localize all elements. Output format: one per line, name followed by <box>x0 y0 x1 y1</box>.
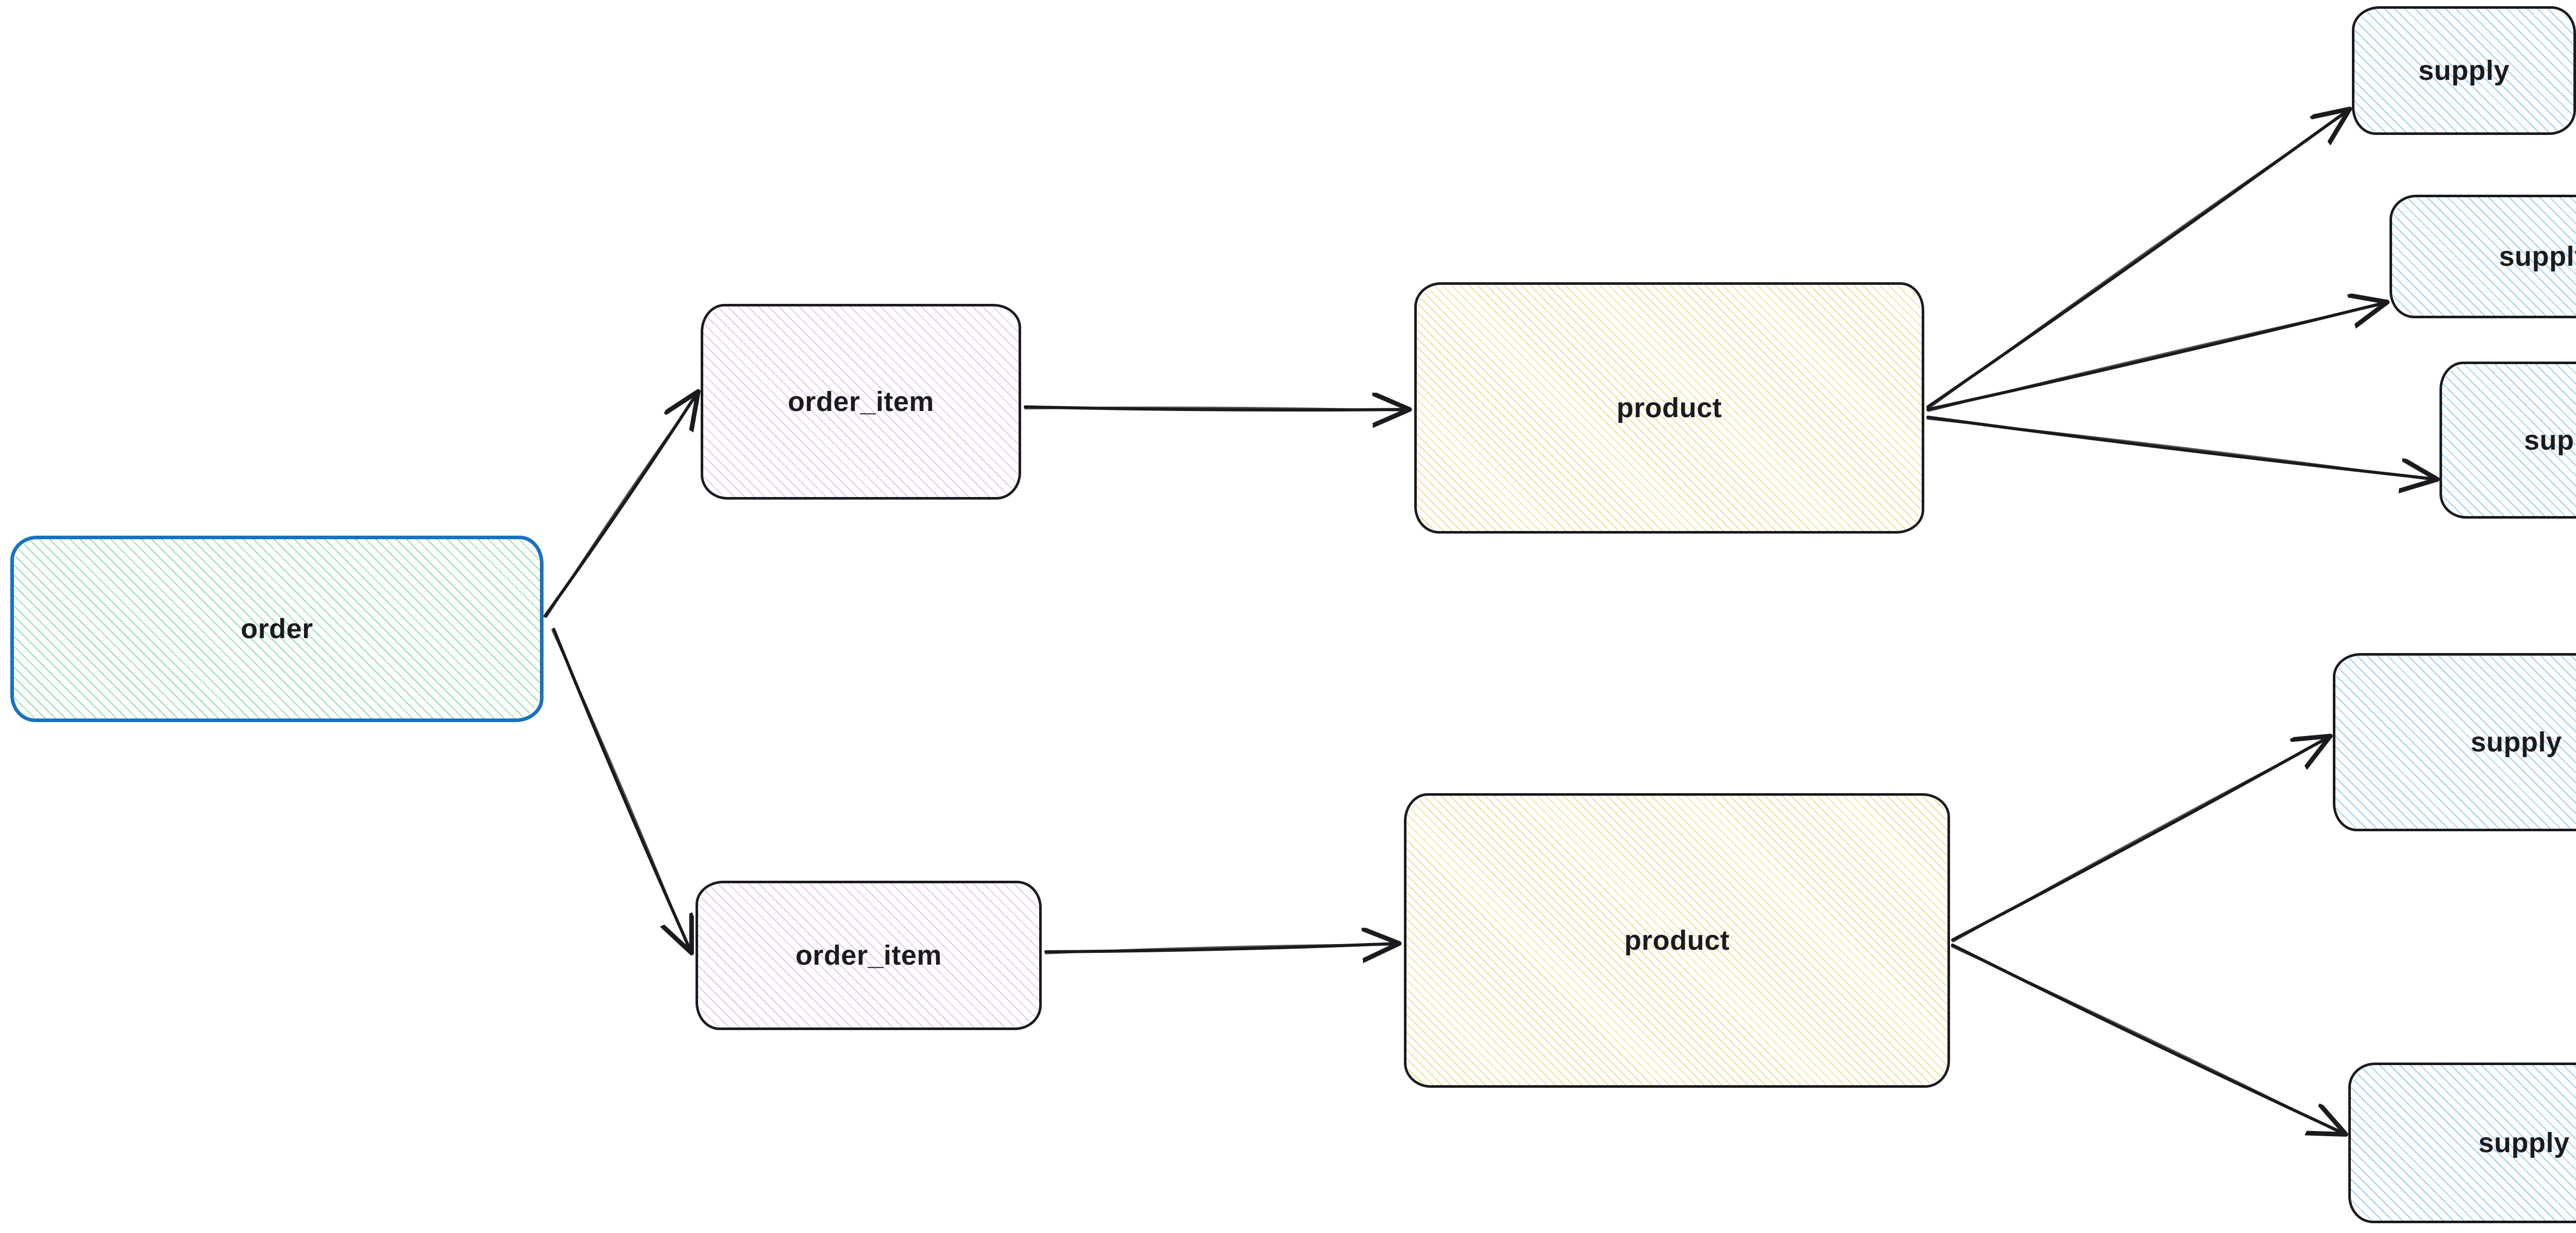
edge-sketch-e8 <box>1952 737 2329 943</box>
node-supply_4[interactable]: supply <box>2333 653 2576 831</box>
edge-sketch-e9 <box>1951 945 2344 1135</box>
node-label-supply_3: supply <box>2523 424 2576 456</box>
edge-sketch-e1 <box>545 393 699 618</box>
node-label-order_item_1: order_item <box>787 386 935 417</box>
node-fill-supply_2 <box>2392 197 2576 316</box>
node-order_item_1[interactable]: order_item <box>701 304 1021 500</box>
node-label-product_1: product <box>1616 392 1722 423</box>
node-supply_5[interactable]: supply <box>2348 1063 2576 1223</box>
node-label-supply_2: supply <box>2499 241 2576 272</box>
node-fill-product_2 <box>1406 796 1947 1085</box>
node-fill-order <box>14 539 540 718</box>
node-label-supply_5: supply <box>2478 1127 2570 1158</box>
node-fill-product_1 <box>1417 285 1922 531</box>
edge-sketch-e6 <box>1927 302 2386 412</box>
node-label-product_2: product <box>1624 925 1730 956</box>
edge-sketch-e3 <box>1024 406 1408 412</box>
edge-e6[interactable] <box>1926 303 2384 411</box>
edge-e9[interactable] <box>1951 944 2343 1133</box>
edge-sketch-e7 <box>1926 417 2435 481</box>
node-fill-supply_4 <box>2335 656 2576 829</box>
node-product_1[interactable]: product <box>1414 282 1924 534</box>
node-supply_3[interactable]: supply <box>2439 362 2576 519</box>
node-label-supply_1: supply <box>2418 55 2510 86</box>
node-fill-order_item_1 <box>703 306 1019 497</box>
node-label-order: order <box>241 613 313 644</box>
edge-e7[interactable] <box>1926 416 2434 479</box>
node-product_2[interactable]: product <box>1404 793 1950 1088</box>
edge-e3[interactable] <box>1024 407 1406 410</box>
node-fill-supply_5 <box>2351 1065 2576 1221</box>
node-fill-supply_1 <box>2354 9 2573 132</box>
edge-e4[interactable] <box>1044 944 1396 952</box>
node-supply_1[interactable]: supply <box>2352 6 2576 135</box>
edge-sketch-e2 <box>551 629 691 952</box>
node-label-supply_4: supply <box>2470 727 2562 758</box>
edge-sketch-e4 <box>1045 944 1398 954</box>
edge-sketch-e5 <box>1927 110 2349 409</box>
edge-e5[interactable] <box>1926 111 2347 408</box>
node-fill-order_item_2 <box>698 883 1039 1028</box>
node-label-order_item_2: order_item <box>795 940 942 971</box>
edge-e8[interactable] <box>1951 738 2328 941</box>
node-supply_2[interactable]: supply <box>2389 195 2576 318</box>
node-order_item_2[interactable]: order_item <box>696 881 1042 1030</box>
edge-e2[interactable] <box>552 628 690 950</box>
node-order[interactable]: order <box>10 536 544 722</box>
node-fill-supply_3 <box>2442 364 2576 516</box>
edge-e1[interactable] <box>544 394 697 618</box>
